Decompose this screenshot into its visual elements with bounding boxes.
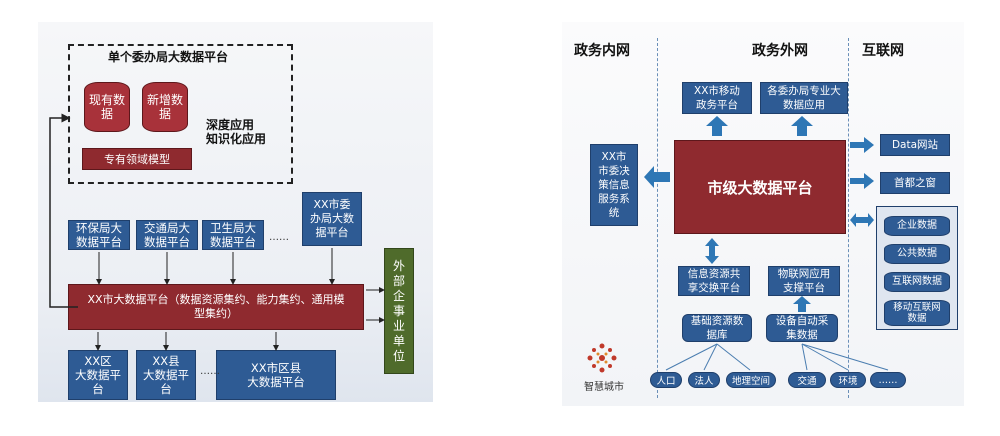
bureau-health-label: 卫生局大 数据平台 — [210, 221, 256, 249]
domain-model-box: 专有领域模型 — [82, 148, 192, 170]
zone-internet-title: 互联网 — [862, 43, 904, 59]
new-data-label: 新增数据 — [146, 93, 183, 121]
city-committee-platform-label: XX市委 办局大数 据平台 — [310, 198, 354, 239]
bureau-env-label: 环保局大 数据平台 — [76, 221, 122, 249]
smart-city-logo-icon — [587, 343, 617, 373]
external-enterprise-label: 外 部 企 事 业 单 位 — [392, 258, 405, 363]
public-data-label: 公共数据 — [897, 248, 937, 259]
basic-db-box: 基础资源数 据库 — [682, 314, 752, 342]
district-platform-label: XX区 大数据平 台 — [75, 354, 121, 396]
decision-system-box: XX市 市委决 策信息 服务系 统 — [590, 144, 638, 226]
basic-db-label: 基础资源数 据库 — [690, 315, 744, 341]
capital-window-box: 首都之窗 — [880, 172, 950, 194]
bidirectional-arrow-internet — [850, 213, 874, 227]
device-collect-label: 设备自动采 集数据 — [775, 315, 829, 341]
decision-system-label: XX市 市委决 策信息 服务系 统 — [598, 151, 630, 219]
up-arrow-mobile — [706, 116, 728, 136]
external-enterprise-box: 外 部 企 事 业 单 位 — [384, 248, 414, 374]
left-architecture-panel: 单个委办局大数据平台 现有数据 新增数据 专有领域模型 深度应用 知识化应用 X… — [38, 22, 433, 402]
bureau-app-box: 各委办局专业大 数据应用 — [760, 82, 848, 114]
internet-data-label: 互联网数据 — [892, 276, 942, 287]
city-committee-platform-box: XX市委 办局大数 据平台 — [302, 192, 362, 246]
bureau-traffic-box: 交通局大 数据平台 — [136, 220, 198, 250]
mobile-gov-label: XX市移动 政务平台 — [694, 85, 740, 111]
device-collect-box: 设备自动采 集数据 — [766, 314, 838, 342]
legal-person-label: 法人 — [694, 376, 714, 387]
bureau-env-box: 环保局大 数据平台 — [68, 220, 130, 250]
geo-space-label: 地理空间 — [731, 376, 770, 387]
info-exchange-box: 信息资源共 享交换平台 — [678, 266, 750, 296]
county-platform-label: XX县 大数据平 台 — [143, 354, 189, 396]
public-data-cylinder: 公共数据 — [884, 244, 950, 264]
link-device-traffic — [801, 343, 808, 371]
district-ellipsis: …… — [200, 366, 220, 377]
link-basic-geo — [716, 343, 751, 371]
mobile-internet-data-cylinder: 移动互联网 数据 — [884, 300, 950, 326]
right-arrow-data-site — [850, 137, 874, 153]
existing-data-cylinder: 现有数据 — [84, 82, 130, 132]
link-device-more — [801, 343, 889, 371]
smart-city-logo — [584, 340, 620, 376]
iot-platform-box: 物联网应用 支撑平台 — [768, 266, 840, 296]
up-arrow-iot — [793, 296, 811, 312]
traffic-label: 交通 — [797, 376, 817, 387]
city-level-platform-label: 市级大数据平台 — [707, 178, 813, 197]
bureau-ellipsis: …… — [269, 232, 289, 243]
bureau-app-label: 各委办局专业大 数据应用 — [767, 85, 841, 111]
capital-window-label: 首都之窗 — [894, 177, 936, 189]
mobile-internet-data-label: 移动互联网 数据 — [893, 302, 941, 324]
city-level-platform-box: 市级大数据平台 — [674, 140, 846, 234]
domain-model-label: 专有领域模型 — [104, 153, 170, 166]
up-arrow-bureau-app — [791, 116, 813, 136]
city-district-county-label: XX市区县 大数据平台 — [247, 361, 305, 389]
bureau-traffic-label: 交通局大 数据平台 — [144, 221, 190, 249]
traffic-item: 交通 — [788, 372, 826, 388]
mobile-gov-box: XX市移动 政务平台 — [682, 82, 752, 114]
population-label: 人口 — [656, 376, 676, 387]
info-exchange-label: 信息资源共 享交换平台 — [687, 268, 741, 294]
right-architecture-panel: 政务内网 政务外网 互联网 XX市移动 政务平台 各委办局专业大 数据应用 XX… — [562, 22, 964, 406]
district-platform-box: XX区 大数据平 台 — [68, 350, 128, 400]
environment-item: 环境 — [830, 372, 866, 388]
legal-person-item: 法人 — [688, 372, 720, 388]
left-arrow-decision — [644, 166, 670, 188]
geo-space-item: 地理空间 — [726, 372, 776, 388]
data-site-box: Data网站 — [880, 134, 950, 156]
county-platform-box: XX县 大数据平 台 — [136, 350, 196, 400]
city-big-data-platform-label: XX市大数据平台（数据资源集约、能力集约、通用模 型集约） — [87, 293, 345, 320]
left-connectors: …… …… — [49, 113, 385, 377]
data-site-label: Data网站 — [891, 139, 939, 151]
city-big-data-platform-box: XX市大数据平台（数据资源集约、能力集约、通用模 型集约） — [68, 284, 364, 330]
existing-data-label: 现有数据 — [88, 93, 125, 121]
city-district-county-box: XX市区县 大数据平台 — [216, 350, 336, 400]
intranet-divider — [657, 38, 658, 398]
iot-platform-label: 物联网应用 支撑平台 — [777, 268, 831, 294]
single-bureau-platform-title: 单个委办局大数据平台 — [108, 50, 229, 64]
right-arrow-capital-window — [850, 173, 874, 189]
more-item: …… — [870, 372, 906, 388]
right-connectors — [644, 116, 889, 371]
environment-label: 环境 — [838, 376, 858, 387]
new-data-cylinder: 新增数据 — [142, 82, 188, 132]
zone-gov-extranet-title: 政务外网 — [752, 43, 808, 59]
link-basic-legal — [703, 343, 718, 371]
smart-city-logo-text: 智慧城市 — [584, 382, 624, 393]
population-item: 人口 — [650, 372, 682, 388]
link-basic-population — [665, 343, 718, 371]
deep-app-label: 深度应用 知识化应用 — [206, 118, 267, 146]
internet-data-cylinder: 互联网数据 — [884, 272, 950, 292]
internet-divider — [848, 38, 849, 398]
bureau-health-box: 卫生局大 数据平台 — [202, 220, 264, 250]
vertical-double-arrow — [705, 238, 719, 264]
feedback-loop-line — [49, 113, 78, 308]
link-device-env — [801, 343, 849, 371]
zone-gov-intranet-title: 政务内网 — [574, 43, 630, 59]
enterprise-data-label: 企业数据 — [897, 220, 937, 231]
more-label: …… — [878, 374, 898, 386]
enterprise-data-cylinder: 企业数据 — [884, 216, 950, 236]
